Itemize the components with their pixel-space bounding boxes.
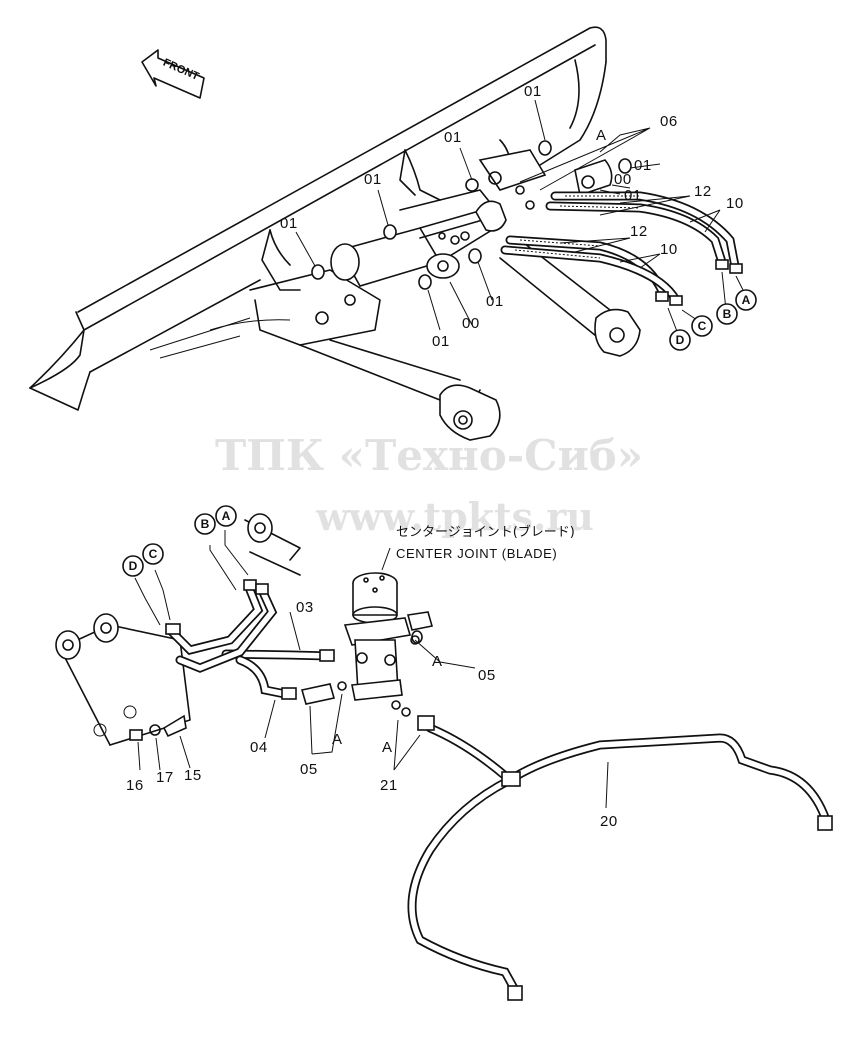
dozer-blade xyxy=(29,26,607,411)
label-04: 04 xyxy=(250,739,268,756)
label-a-2: A xyxy=(332,731,343,748)
front-label: FRONT xyxy=(161,57,201,83)
label-17: 17 xyxy=(156,769,174,786)
seal-rings xyxy=(311,140,632,290)
label-00-b: 00 xyxy=(614,171,632,188)
circle-b-lower: B xyxy=(201,517,210,531)
watermark: ТПК «Техно-Сиб» www.tpkts.ru xyxy=(215,431,643,539)
label-01-d: 01 xyxy=(280,215,298,232)
watermark-url: www.tpkts.ru xyxy=(315,494,594,539)
label-10-a: 10 xyxy=(726,195,744,212)
label-12-a: 12 xyxy=(694,183,712,200)
watermark-company: ТПК «Техно-Сиб» xyxy=(215,431,643,480)
circle-b-upper: B xyxy=(723,307,732,321)
blade-cylinder xyxy=(330,189,507,287)
circle-a-lower: A xyxy=(222,509,231,523)
circle-c-lower: C xyxy=(149,547,158,561)
leader-lines xyxy=(134,99,747,809)
label-a-upper: A xyxy=(596,127,607,144)
center-joint xyxy=(343,572,434,701)
label-12-b: 12 xyxy=(630,223,648,240)
circle-d-upper: D xyxy=(676,333,685,347)
bracket-bolts xyxy=(129,714,187,741)
label-01-h: 01 xyxy=(432,333,450,350)
label-06: 06 xyxy=(660,113,678,130)
label-03: 03 xyxy=(296,599,314,616)
push-arm xyxy=(249,229,501,441)
label-a-3: A xyxy=(382,739,393,756)
label-10-b: 10 xyxy=(660,241,678,258)
circle-a-upper: A xyxy=(742,293,751,307)
center-joint-label-jp: センタージョイント(ブレード) xyxy=(396,524,575,540)
label-00-a: 00 xyxy=(462,315,480,332)
center-joint-label-en: CENTER JOINT (BLADE) xyxy=(396,546,557,561)
side-frame xyxy=(399,139,641,357)
label-20: 20 xyxy=(600,813,618,830)
label-01-c: 01 xyxy=(364,171,382,188)
label-01-g: 01 xyxy=(486,293,504,310)
label-16: 16 xyxy=(126,777,144,794)
part-labels: 01 01 01 01 01 01 01 01 00 00 06 12 12 1… xyxy=(126,83,744,830)
label-01-b: 01 xyxy=(444,129,462,146)
front-arrow-icon: FRONT xyxy=(141,49,205,99)
circled-letters: D C B A B A D C xyxy=(122,289,757,577)
label-01-f: 01 xyxy=(624,187,642,204)
upper-hoses xyxy=(500,191,743,306)
lower-pipes xyxy=(165,579,833,1001)
label-01-a: 01 xyxy=(524,83,542,100)
circle-d-lower: D xyxy=(129,559,138,573)
label-21: 21 xyxy=(380,777,398,794)
label-05-b: 05 xyxy=(300,761,318,778)
label-05-a: 05 xyxy=(478,667,496,684)
label-15: 15 xyxy=(184,767,202,784)
label-01-e: 01 xyxy=(634,157,652,174)
circle-c-upper: C xyxy=(698,319,707,333)
label-a-1: A xyxy=(432,653,443,670)
